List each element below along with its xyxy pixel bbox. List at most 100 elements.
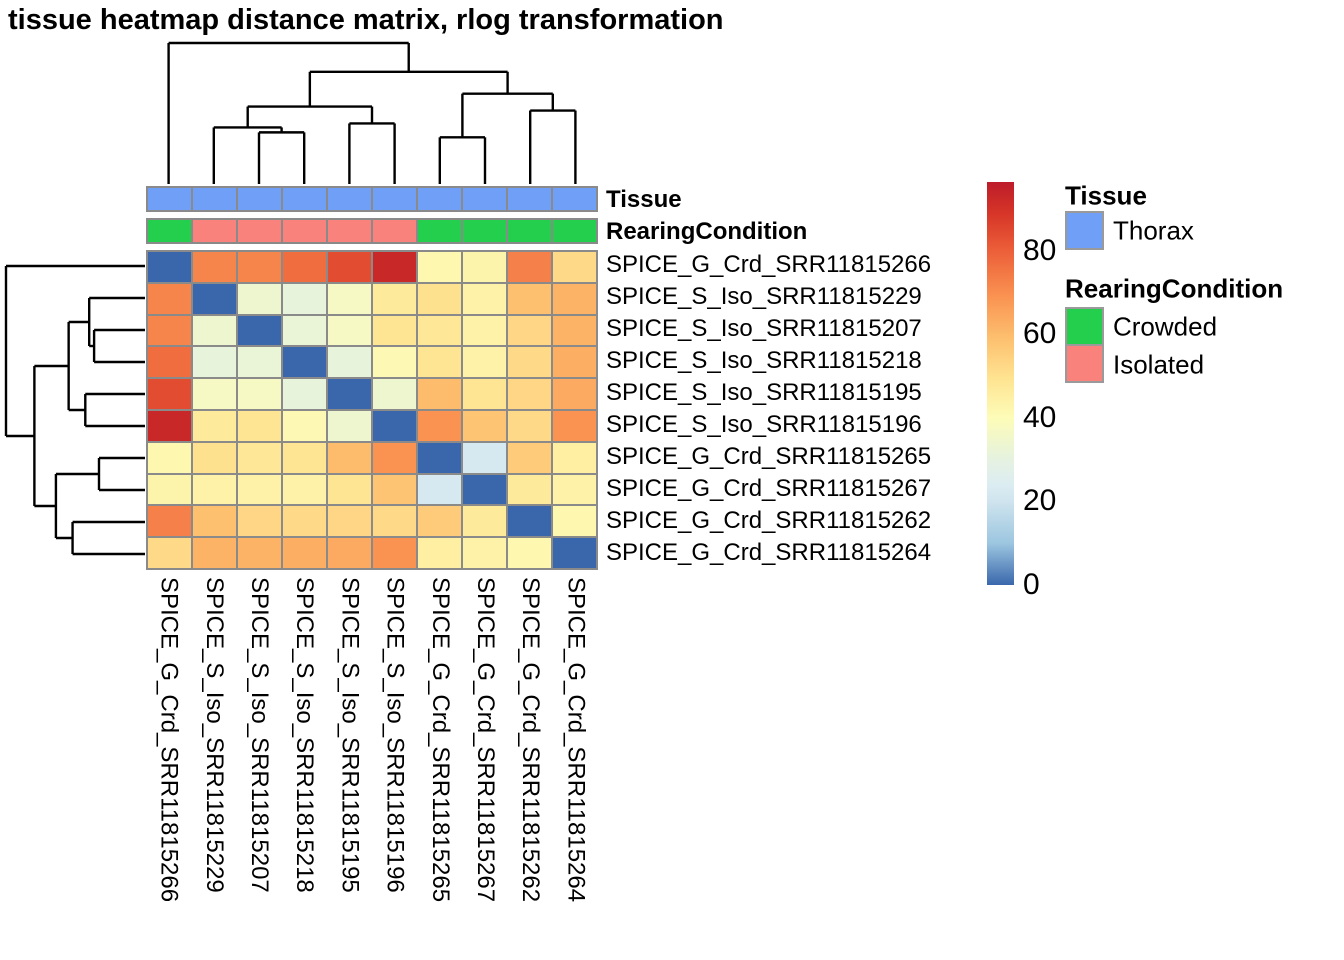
heatmap-cell [192,251,237,283]
heatmap-cell [507,537,552,569]
tissue-annotation-cell [237,187,282,211]
heatmap-cell [192,441,237,474]
row-label: SPICE_S_Iso_SRR11815195 [606,378,922,406]
heatmap-cell [417,441,462,474]
tissue-annotation-cell [507,187,552,211]
heatmap-cell [552,505,597,538]
rearing-legend-title: RearingCondition [1065,273,1284,304]
heatmap-cell [282,282,327,315]
heatmap-cell [372,505,417,538]
colorbar-tick-label: 80 [1023,233,1057,267]
rearing-annotation-cell [462,219,507,243]
row-label: SPICE_S_Iso_SRR11815218 [606,346,922,374]
column-label: SPICE_S_Iso_SRR11815229 [200,577,228,893]
heatmap-cell [237,282,282,315]
heatmap-cell [372,409,417,442]
heatmap-cell [507,409,552,442]
heatmap-cell [372,282,417,315]
heatmap-cell [282,441,327,474]
heatmap-cell [327,473,372,506]
heatmap-cell [147,314,192,347]
heatmap-cell [507,282,552,315]
heatmap-cell [147,505,192,538]
thorax-swatch [1065,211,1104,250]
rearing-annotation-cell [372,219,417,243]
heatmap-cell [462,537,507,569]
crowded-swatch [1065,307,1104,346]
tissue-annotation-cell [327,187,372,211]
row-label: SPICE_G_Crd_SRR11815265 [606,442,932,470]
heatmap-cell [327,409,372,442]
tissue-legend-title: Tissue [1065,180,1147,211]
heatmap-cell [417,378,462,410]
tissue-annotation-cell [372,187,417,211]
heatmap-cell [282,505,327,538]
rearing-annotation-cell [192,219,237,243]
rearing-annotation-cell [282,219,327,243]
rearing-annotation-cell [147,219,192,243]
heatmap-cell [507,378,552,410]
heatmap-cell [462,473,507,506]
column-label: SPICE_S_Iso_SRR11815196 [381,577,409,893]
heatmap-cell [192,505,237,538]
heatmap-cell [372,473,417,506]
heatmap-cell [327,505,372,538]
heatmap-cell [282,537,327,569]
colorbar [987,182,1014,585]
row-dendrogram [4,264,145,556]
heatmap-cell [192,537,237,569]
row-label: SPICE_G_Crd_SRR11815264 [606,538,932,566]
tissue-annotation-cell [417,187,462,211]
heatmap-cell [372,314,417,347]
heatmap-cell [237,346,282,379]
heatmap-cell [552,378,597,410]
colorbar-tick-label: 40 [1023,400,1057,434]
heatmap-cell [147,282,192,315]
heatmap-cell [507,251,552,283]
heatmap-cell [192,314,237,347]
heatmap-cell [327,251,372,283]
heatmap-cell [372,441,417,474]
heatmap-cell [237,537,282,569]
rearing-annotation-cell [327,219,372,243]
rearing-annotation-cell [552,219,597,243]
heatmap-cell [417,346,462,379]
heatmap-cell [237,251,282,283]
colorbar-tick-label: 60 [1023,317,1057,351]
tissue-annotation-cell [462,187,507,211]
heatmap-cell [372,537,417,569]
heatmap-cell [552,282,597,315]
heatmap-cell [417,282,462,315]
tissue-annotation-bar [146,186,598,212]
tissue-bar-label: Tissue [606,186,682,213]
heatmap-cell [147,537,192,569]
tissue-annotation-cell [282,187,327,211]
heatmap-cell [462,441,507,474]
heatmap-cell [552,441,597,474]
row-label: SPICE_G_Crd_SRR11815262 [606,506,932,534]
tissue-annotation-cell [192,187,237,211]
heatmap-cell [462,251,507,283]
heatmap-cell [507,346,552,379]
colorbar-tick-label: 20 [1023,484,1057,518]
heatmap-cell [417,537,462,569]
heatmap-cell [552,251,597,283]
heatmap-cell [507,441,552,474]
heatmap-cell [237,314,282,347]
column-dendrogram [167,41,577,184]
colorbar-tick-label: 0 [1023,568,1040,601]
heatmap-cell [462,409,507,442]
heatmap-cell [192,409,237,442]
heatmap-cell [282,409,327,442]
heatmap-cell [192,378,237,410]
heatmap-cell [462,314,507,347]
isolated-swatch [1065,344,1104,383]
heatmap-cell [192,346,237,379]
row-label: SPICE_S_Iso_SRR11815196 [606,410,922,438]
row-label: SPICE_G_Crd_SRR11815266 [606,250,932,278]
heatmap-cell [147,378,192,410]
rearing-annotation-cell [237,219,282,243]
heatmap-cell [282,251,327,283]
heatmap-cell [372,346,417,379]
